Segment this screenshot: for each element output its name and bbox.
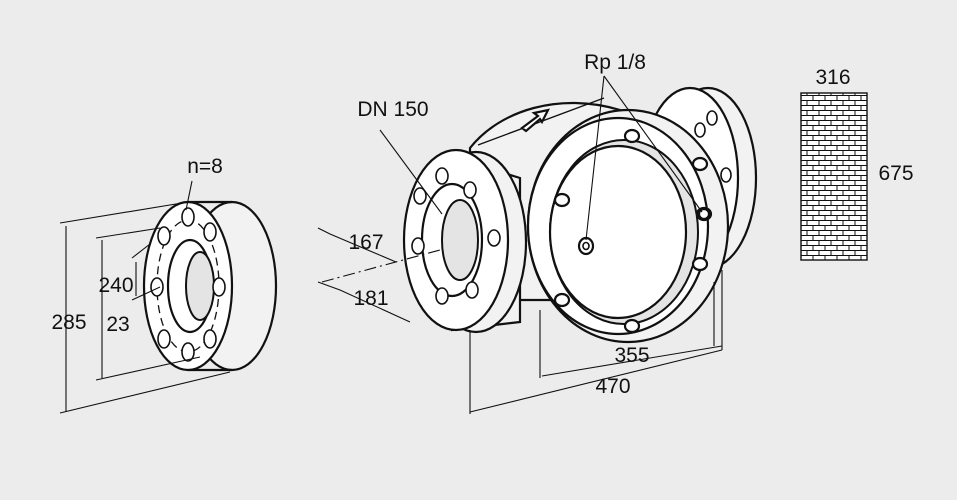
label-hole-diameter: 23 xyxy=(106,313,129,336)
front-flange-bore xyxy=(441,199,479,281)
label-filter-height: 675 xyxy=(878,162,913,185)
label-outer-diameter: 285 xyxy=(51,311,86,334)
label-overall-length: 470 xyxy=(595,375,630,398)
flange-dimensions xyxy=(59,180,231,414)
leader-dn150 xyxy=(379,129,443,215)
filter-element xyxy=(800,92,868,261)
label-bolt-circle: 240 xyxy=(98,274,133,297)
bolt-hole xyxy=(212,277,226,297)
length-dimensions xyxy=(469,270,723,414)
leader-rp-left xyxy=(585,75,605,241)
label-body-length: 355 xyxy=(614,344,649,367)
label-nominal-size: DN 150 xyxy=(357,98,428,121)
label-filter-width: 316 xyxy=(815,66,850,89)
dim-470-line xyxy=(469,349,723,413)
mating-flange xyxy=(142,200,278,372)
label-test-port: Rp 1/8 xyxy=(584,51,646,74)
bolt-hole xyxy=(181,207,195,227)
label-thickness-a: 167 xyxy=(348,231,383,254)
flange-bore xyxy=(185,251,215,321)
label-bolt-count: n=8 xyxy=(187,155,223,178)
flow-arrow-icon xyxy=(520,108,551,133)
leaders xyxy=(317,75,703,323)
leader-n8 xyxy=(185,180,193,211)
bolt-hole xyxy=(150,277,164,297)
front-flange-holes xyxy=(411,167,501,305)
center-axis xyxy=(321,249,441,283)
bolt-hole xyxy=(181,342,195,362)
bolt-holes xyxy=(150,207,226,362)
bolt-hole xyxy=(203,222,217,242)
label-thickness-b: 181 xyxy=(353,287,388,310)
bolt-hole xyxy=(203,329,217,349)
bolt-hole xyxy=(157,329,171,349)
leader-rp-right xyxy=(603,75,703,213)
dim-355-line xyxy=(541,345,723,377)
bolt-hole xyxy=(157,226,171,246)
valve-body xyxy=(402,86,758,344)
cover-face xyxy=(548,144,688,320)
